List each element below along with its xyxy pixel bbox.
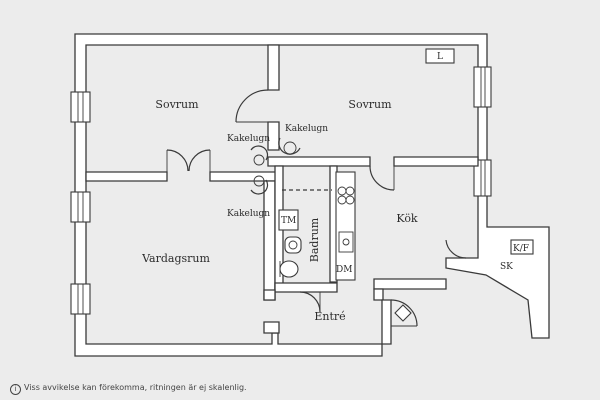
kakelugn-stoves [250, 137, 301, 195]
kitchen-fixtures [335, 48, 534, 281]
disclaimer-text: Viss avvikelse kan förekomma, ritningen … [24, 383, 247, 392]
label-kakelugn-1: Kakelugn [227, 134, 270, 144]
room-label-sovrum-left: Sovrum [155, 98, 199, 111]
room-label-vardagsrum: Vardagsrum [141, 252, 210, 265]
label-kf: K/F [513, 244, 529, 254]
label-dm: DM [336, 265, 352, 275]
info-icon: i [10, 384, 21, 395]
outer-walls [74, 33, 550, 357]
interior-walls [85, 44, 479, 345]
doors [166, 89, 467, 327]
label-sk: SK [500, 262, 513, 272]
room-label-entre: Entré [314, 310, 345, 323]
room-label-sovrum-right: Sovrum [348, 98, 392, 111]
windows [70, 66, 492, 315]
label-kakelugn-2: Kakelugn [285, 124, 328, 134]
room-label-kok: Kök [396, 212, 418, 225]
bath-fixtures [278, 189, 332, 278]
label-l: L [437, 52, 443, 62]
label-tm: TM [281, 216, 296, 226]
room-label-badrum: Badrum [308, 217, 321, 262]
label-kakelugn-3: Kakelugn [227, 209, 270, 219]
